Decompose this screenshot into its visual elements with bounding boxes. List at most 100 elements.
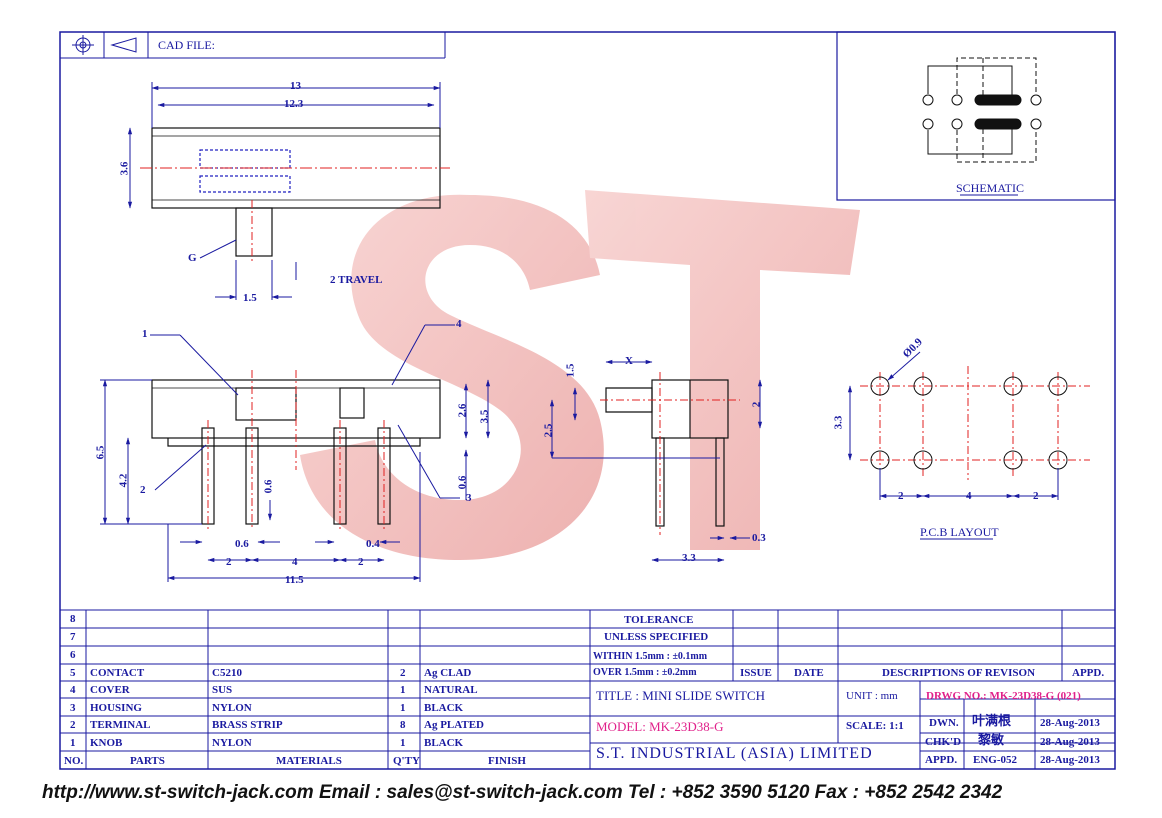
model: MODEL: MK-23D38-G [596,719,724,734]
dim-0-6-c: 0.6 [235,538,249,550]
pcb-dim-2-b: 2 [1033,490,1039,502]
tolerance-over: OVER 1.5mm : ±0.2mm [593,667,697,678]
appd-label: APPD. [925,754,958,766]
projection-symbol-icon [72,35,137,55]
bom-cell-no: 2 [70,719,76,731]
side-dim-x: X [625,355,633,367]
callout-1: 1 [142,328,148,340]
chkd-date: 28-Aug-2013 [1040,736,1100,748]
bom-cell-parts: COVER [90,684,130,696]
dim-13: 13 [290,80,301,92]
bom-cell-qty: 1 [400,684,406,696]
tolerance-sub: UNLESS SPECIFIED [604,631,709,643]
dim-0-6-b: 0.6 [262,479,275,494]
dim-0-6-a: 0.6 [456,475,469,490]
tolerance-within: WITHIN 1.5mm : ±0.1mm [593,651,708,662]
bom-cell-materials: C5210 [212,667,242,679]
side-dim-2-5: 2.5 [542,423,555,438]
border-frame [59,31,1116,770]
bom-cell-finish: BLACK [424,702,464,714]
side-dim-0-3: 0.3 [752,532,766,544]
bom-cell-materials: NYLON [212,737,252,749]
bom-header-no: NO. [64,755,84,767]
side-dim-2: 2 [750,401,763,408]
bom-cell-no: 7 [70,631,76,643]
drawing-title: TITLE : MINI SLIDE SWITCH [596,688,765,703]
bom-cell-parts: KNOB [90,737,123,749]
bom-cell-no: 6 [70,649,76,661]
bom-cell-no: 4 [70,684,76,696]
footer-contact[interactable]: http://www.st-switch-jack.com Email : sa… [42,782,1003,803]
bom-cell-no: 3 [70,702,76,714]
appd-date: 28-Aug-2013 [1040,754,1100,766]
bom-cell-materials: SUS [212,684,233,696]
side-view [605,379,729,527]
bom-cell-qty: 1 [400,702,406,714]
bom-cell-qty: 1 [400,737,406,749]
bom-cell-qty: 2 [400,667,406,679]
callout-3: 3 [466,492,472,504]
dwn-date: 28-Aug-2013 [1040,717,1100,729]
appd-name: ENG-052 [973,754,1017,766]
bom-header-qty: Q'TY [393,755,420,767]
g-label: G [188,252,197,264]
dim-2-6: 2.6 [456,403,469,418]
dim-4-2: 4.2 [117,473,130,488]
pcb-dim-3-3: 3.3 [832,415,845,430]
schematic-symbol [922,57,1042,163]
tolerance-title: TOLERANCE [624,614,694,626]
bom-header-finish: FINISH [488,755,526,767]
revision-desc: DESCRIPTIONS OF REVISON [882,667,1036,679]
bom-cell-finish: NATURAL [424,684,478,696]
chkd-name: 黎敏 [978,733,1005,748]
dim-12-3: 12.3 [284,98,304,110]
scale: SCALE: 1:1 [846,720,904,732]
side-dim-3-3: 3.3 [682,552,696,564]
bom-cell-materials: NYLON [212,702,252,714]
bom-cell-qty: 8 [400,719,406,731]
revision-date: DATE [794,667,824,679]
travel-label: 2 TRAVEL [330,274,383,286]
callout-2: 2 [140,484,146,496]
st-watermark [300,190,860,561]
bom-cell-finish: BLACK [424,737,464,749]
dim-3-6: 3.6 [118,161,131,176]
bom-header-materials: MATERIALS [276,755,342,767]
pcb-layout-label: P.C.B LAYOUT [920,525,999,539]
title-block-grid [60,609,1115,769]
revision-appd: APPD. [1072,667,1105,679]
drawing-number: DRWG NO.: MK-23D38-G (021) [926,690,1081,702]
dwn-label: DWN. [929,717,959,729]
callout-4: 4 [456,318,462,330]
dim-11-5: 11.5 [285,574,304,586]
pcb-dim-2-a: 2 [898,490,904,502]
dim-4: 4 [292,556,298,568]
bom-header-parts: PARTS [130,755,165,767]
dwn-name: 叶满根 [972,714,1012,729]
dim-6-5: 6.5 [94,445,107,460]
bom-cell-no: 5 [70,667,76,679]
dim-2-a: 2 [226,556,232,568]
bom-cell-finish: Ag PLATED [424,719,484,731]
bom-cell-materials: BRASS STRIP [212,719,283,731]
dim-3-5: 3.5 [478,409,491,424]
dim-2-b: 2 [358,556,364,568]
side-dim-1-5: 1.5 [564,363,577,378]
pcb-dim-4: 4 [966,490,972,502]
dim-1-5: 1.5 [243,292,257,304]
bom-cell-parts: TERMINAL [90,719,151,731]
unit: UNIT : mm [846,690,898,702]
dim-0-4: 0.4 [366,538,380,550]
chkd-label: CHK'D [925,736,962,748]
cad-file-label: CAD FILE: [158,38,215,52]
bom-cell-parts: CONTACT [90,667,145,679]
revision-issue: ISSUE [740,667,772,679]
company-name: S.T. INDUSTRIAL (ASIA) LIMITED [596,745,873,762]
pcb-layout [847,351,1090,540]
bom-cell-finish: Ag CLAD [424,667,472,679]
schematic-label: SCHEMATIC [956,181,1025,195]
bom-cell-parts: HOUSING [90,702,142,714]
bom-cell-no: 8 [70,613,76,625]
bom-cell-no: 1 [70,737,76,749]
